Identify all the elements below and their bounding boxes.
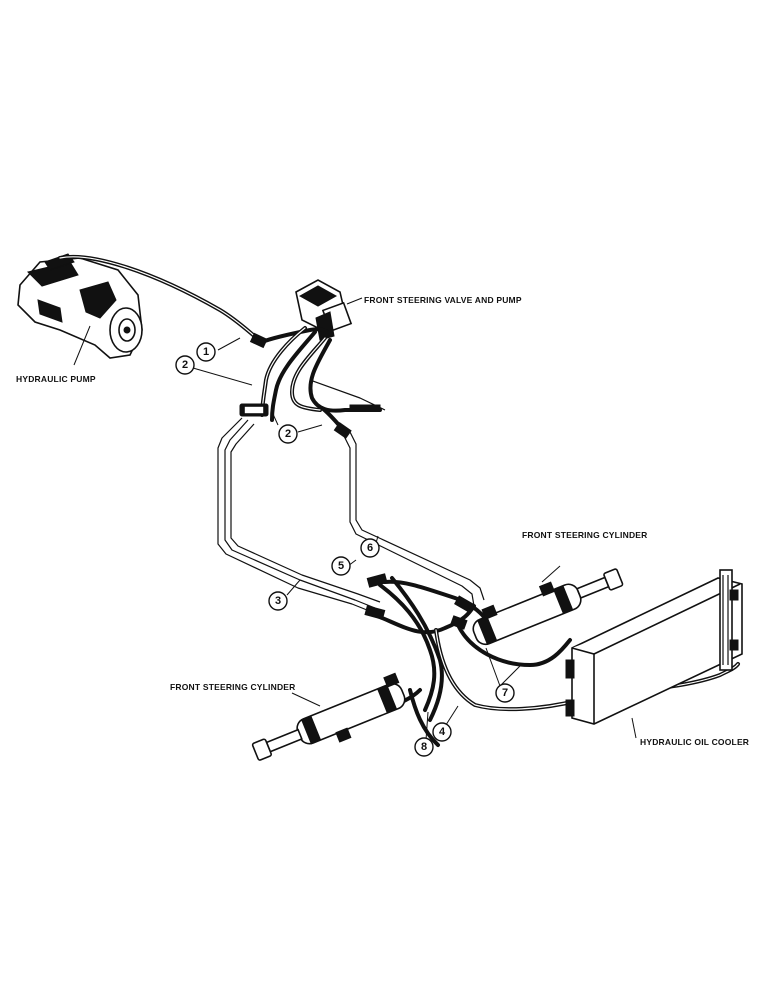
oil-cooler-label: HYDRAULIC OIL COOLER: [640, 737, 749, 747]
callout-4: 4: [432, 722, 452, 742]
callout-6: 6: [360, 538, 380, 558]
left-cylinder-label: FRONT STEERING CYLINDER: [170, 682, 296, 692]
steel-tubes: [217, 379, 485, 613]
hydraulic-pump-drawing: [17, 253, 143, 359]
callout-3: 3: [268, 591, 288, 611]
callout-2-upper: 2: [175, 355, 195, 375]
steering-valve-drawing: [295, 279, 353, 341]
callout-2-upper-label: 2: [182, 359, 188, 371]
callout-4-label: 4: [439, 726, 446, 738]
right-steering-cylinder-drawing: [472, 568, 624, 646]
oil-cooler-drawing: [565, 569, 743, 725]
callout-8: 8: [414, 737, 434, 757]
leader-lines: [73, 297, 637, 741]
steering-valve-label: FRONT STEERING VALVE AND PUMP: [364, 295, 522, 305]
fittings: [239, 332, 476, 630]
callout-6-label: 6: [367, 542, 373, 554]
right-cylinder-label: FRONT STEERING CYLINDER: [522, 530, 648, 540]
left-steering-cylinder-drawing: [251, 672, 406, 761]
callout-1-label: 1: [203, 346, 209, 358]
callout-2-lower: 2: [278, 424, 298, 444]
callout-3-label: 3: [275, 595, 281, 607]
callout-7: 7: [495, 683, 515, 703]
hydraulic-pump-label: HYDRAULIC PUMP: [16, 374, 96, 384]
callout-5-label: 5: [338, 560, 344, 572]
callout-8-label: 8: [421, 741, 427, 753]
callout-1: 1: [196, 342, 216, 362]
callout-2-lower-label: 2: [285, 428, 291, 440]
callout-5: 5: [331, 556, 351, 576]
callout-7-label: 7: [502, 687, 508, 699]
